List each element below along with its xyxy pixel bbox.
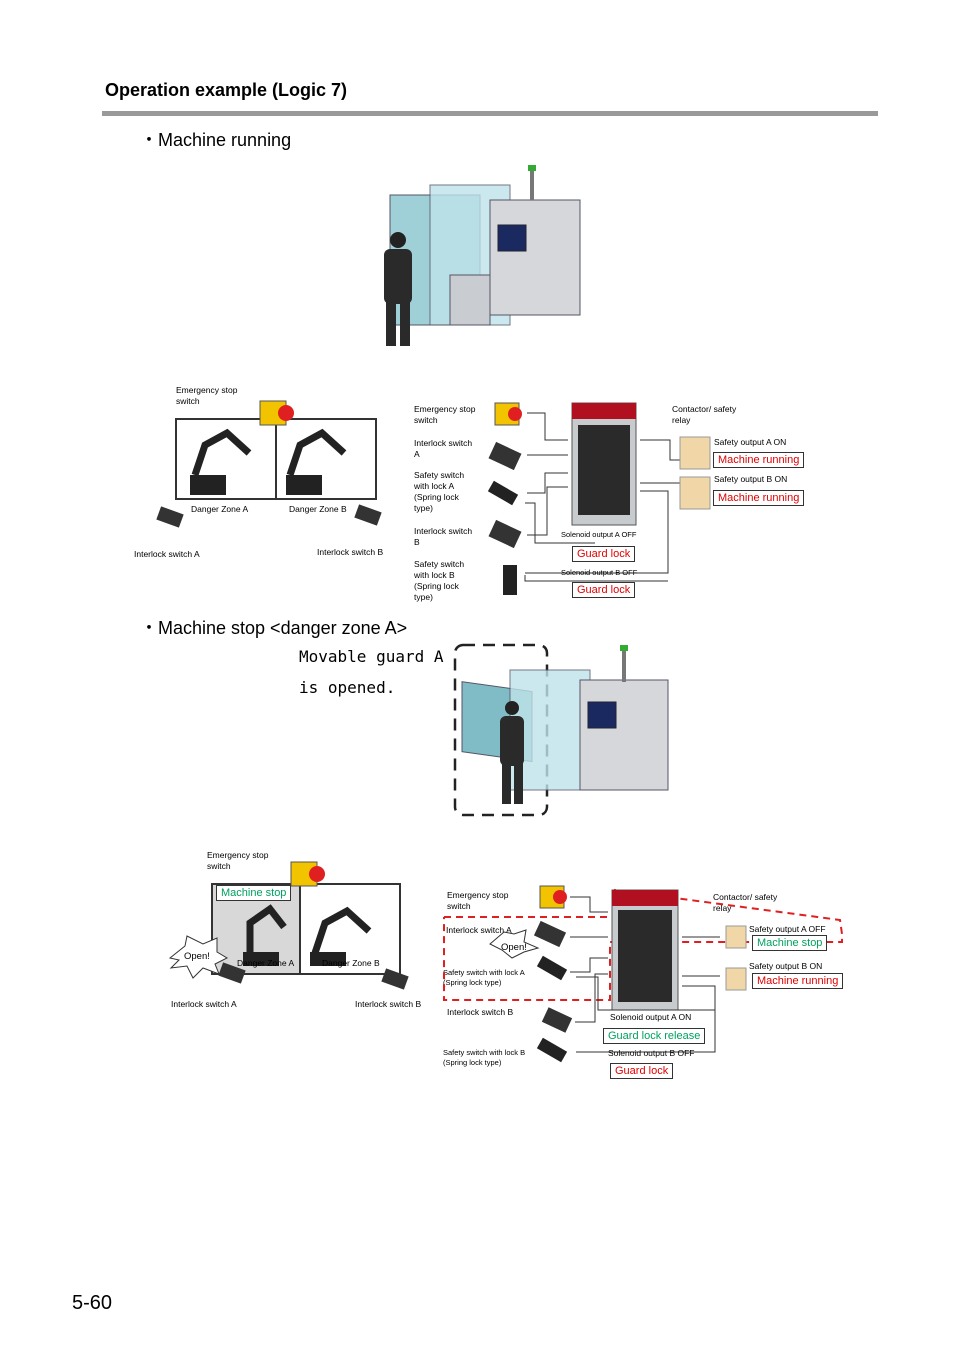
- interlock-switch-b-label: Interlock switch B: [317, 547, 384, 557]
- danger-zone-b-label: Danger Zone B: [289, 504, 347, 514]
- guard-note-line1: Movable guard A: [299, 647, 444, 666]
- danger-zone-b-label-stop: Danger Zone B: [322, 958, 380, 968]
- contactor-label-stop: Contactor/ safety relay: [713, 892, 778, 913]
- zone-diagram-running: [156, 400, 382, 528]
- title-rule: [102, 111, 878, 116]
- interlock-switch-a-label: Interlock switch A: [134, 549, 200, 559]
- solenoid-b-state-badge-stop: Guard lock: [610, 1063, 674, 1079]
- wiring-estop-label: Emergency stop switch: [414, 404, 476, 425]
- danger-zone-a-label-stop: Danger Zone A: [237, 958, 295, 968]
- machine-illustration-running: [384, 165, 581, 346]
- output-b-state-badge-stop: Machine running: [752, 973, 844, 989]
- wiring-safety-lock-b-label-stop: Safety switch with lock B (Spring lock t…: [443, 1048, 526, 1067]
- wiring-diagram-running: [487, 402, 711, 595]
- solenoid-a-state-badge-stop: Guard lock release: [603, 1028, 706, 1044]
- safety-output-a-label-stop: Safety output A OFF: [749, 924, 826, 934]
- solenoid-b-label: Solenoid output B OFF: [561, 568, 638, 577]
- danger-zone-a-label: Danger Zone A: [191, 504, 249, 514]
- estop-label-stop: Emergency stop switch: [207, 850, 269, 871]
- zone-diagram-stop: [168, 861, 409, 990]
- contactor-label: Contactor/ safety relay: [672, 404, 737, 425]
- output-b-state-badge: Machine running: [713, 490, 805, 506]
- output-a-state-badge-stop: Machine stop: [752, 935, 828, 951]
- machine-stop-badge-zone: Machine stop: [216, 885, 292, 901]
- wiring-safety-lock-b-label: Safety switch with lock B (Spring lock t…: [414, 559, 465, 602]
- section-heading-stop: ・Machine stop <danger zone A>: [140, 618, 408, 638]
- safety-output-b-label-stop: Safety output B ON: [749, 961, 823, 971]
- estop-label: Emergency stop switch: [176, 385, 238, 406]
- open-callout-zone: Open!: [184, 951, 210, 962]
- guard-note-line2: is opened.: [299, 678, 396, 697]
- wiring-interlock-b-label-stop: Interlock switch B: [447, 1007, 514, 1017]
- solenoid-b-label-stop: Solenoid output B OFF: [608, 1048, 695, 1058]
- wiring-estop-label-stop: Emergency stop switch: [447, 890, 509, 911]
- interlock-switch-a-label-stop: Interlock switch A: [171, 999, 237, 1009]
- wiring-safety-lock-a-label: Safety switch with lock A (Spring lock t…: [414, 470, 465, 513]
- page-number: 5-60: [72, 1292, 113, 1314]
- safety-output-b-label: Safety output B ON: [714, 474, 788, 484]
- machine-illustration-stop: [453, 643, 669, 817]
- solenoid-a-state-badge: Guard lock: [572, 546, 636, 562]
- wiring-safety-lock-a-label-stop: Safety switch with lock A (Spring lock t…: [443, 968, 525, 987]
- interlock-switch-b-label-stop: Interlock switch B: [355, 999, 422, 1009]
- output-a-state-badge: Machine running: [713, 452, 805, 468]
- wiring-interlock-a-label: Interlock switch A: [414, 438, 473, 459]
- solenoid-a-label: Solenoid output A OFF: [561, 530, 637, 539]
- wiring-interlock-b-label: Interlock switch B: [414, 526, 473, 547]
- solenoid-a-label-stop: Solenoid output A ON: [610, 1012, 692, 1022]
- wiring-interlock-a-label-stop: Interlock switch A: [446, 925, 512, 935]
- open-callout-wiring: Open!: [501, 942, 527, 953]
- page-title: Operation example (Logic 7): [105, 80, 348, 100]
- solenoid-b-state-badge: Guard lock: [572, 582, 636, 598]
- wiring-diagram-stop: [443, 885, 843, 1063]
- safety-output-a-label: Safety output A ON: [714, 437, 787, 447]
- section-heading-running: ・Machine running: [140, 130, 292, 150]
